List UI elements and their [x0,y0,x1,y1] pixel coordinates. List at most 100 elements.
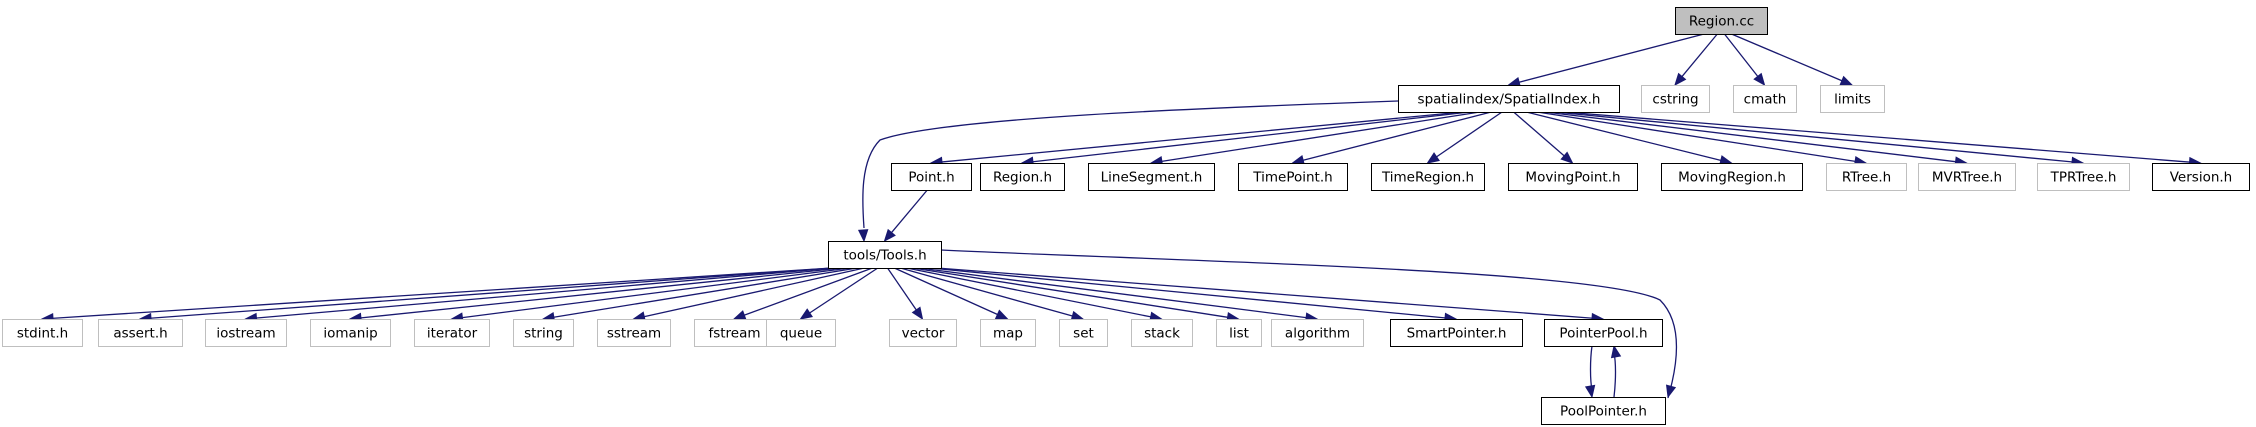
node-movingregion-h[interactable]: MovingRegion.h [1661,163,1803,191]
node-region-cc[interactable]: Region.cc [1675,7,1768,35]
node-mvrtree-h-box [1918,163,2016,191]
node-smartpointer-h[interactable]: SmartPointer.h [1390,319,1523,347]
node-map-box [980,319,1036,347]
edge-region-cc-to-cmath-arrowhead [1753,72,1766,87]
edge-tools-h-to-sstream-line [643,267,865,318]
edge-spatialindex-h-to-region-h [1020,111,1470,167]
node-movingregion-h-label: MovingRegion.h [1678,170,1786,186]
node-map[interactable]: map [980,319,1036,347]
edge-tools-h-to-poolpointer-h [940,249,1677,399]
node-linesegment-h[interactable]: LineSegment.h [1088,163,1215,191]
edge-region-cc-to-cstring-arrowhead [1674,72,1687,87]
edge-poolpointer-h-to-pointerpool-h-arrowhead [1610,344,1622,359]
edge-tools-h-to-queue [799,267,879,320]
node-algorithm-box [1271,319,1364,347]
node-cmath-label: cmath [1744,92,1787,108]
node-region-cc-label: Region.cc [1689,14,1754,30]
node-movingpoint-h-box [1508,163,1638,191]
node-tprtree-h[interactable]: TPRTree.h [2037,163,2130,191]
node-tools-h[interactable]: tools/Tools.h [828,241,942,269]
node-set-box [1059,319,1108,347]
edge-tools-h-to-assert-h-line [149,267,833,319]
node-cmath[interactable]: cmath [1733,85,1797,113]
node-tools-h-box [828,241,942,269]
node-vector[interactable]: vector [889,319,957,347]
node-point-h-box [891,163,972,191]
node-string[interactable]: string [513,319,574,347]
node-pointerpool-h[interactable]: PointerPool.h [1544,319,1663,347]
node-fstream-box [694,319,775,347]
node-cstring[interactable]: cstring [1641,85,1710,113]
node-assert-h[interactable]: assert.h [98,319,183,347]
node-timepoint-h[interactable]: TimePoint.h [1238,163,1348,191]
edge-pointerpool-h-to-poolpointer-h-arrowhead [1584,384,1596,399]
node-tools-h-label: tools/Tools.h [843,248,926,264]
node-stdint-h[interactable]: stdint.h [2,319,83,347]
node-iostream[interactable]: iostream [205,319,287,347]
node-iostream-box [205,319,287,347]
edge-pointerpool-h-to-poolpointer-h [1584,345,1596,399]
node-point-h[interactable]: Point.h [891,163,972,191]
node-cstring-label: cstring [1652,92,1698,108]
edge-region-cc-to-limits-arrowhead [1839,75,1854,86]
edge-spatialindex-h-to-tools-h-arrowhead [857,229,869,243]
node-version-h[interactable]: Version.h [2152,163,2250,191]
edge-tools-h-to-fstream-arrowhead [732,310,747,320]
node-sstream-box [597,319,671,347]
node-cstring-box [1641,85,1710,113]
edge-spatialindex-h-to-tprtree-h-line [1554,111,2074,163]
node-mvrtree-h-label: MVRTree.h [1932,170,2002,186]
node-region-cc-box [1675,7,1768,35]
node-queue-label: queue [780,326,822,342]
node-version-h-label: Version.h [2170,170,2233,186]
node-assert-h-box [98,319,183,347]
edge-tools-h-to-iterator [450,267,850,323]
node-stack-box [1131,319,1193,347]
edge-tools-h-to-queue-arrowhead [799,308,813,320]
node-fstream-label: fstream [708,326,760,342]
node-poolpointer-h[interactable]: PoolPointer.h [1541,397,1666,425]
edge-spatialindex-h-to-mvrtree-h-line [1545,111,1957,163]
edge-region-cc-to-cmath [1723,33,1766,87]
node-region-h[interactable]: Region.h [980,163,1065,191]
node-algorithm-label: algorithm [1285,326,1350,342]
edge-spatialindex-h-to-timeregion-h [1426,111,1503,164]
node-mvrtree-h[interactable]: MVRTree.h [1918,163,2016,191]
node-pointerpool-h-box [1544,319,1663,347]
node-timeregion-h[interactable]: TimeRegion.h [1371,163,1485,191]
edge-tools-h-to-algorithm [919,267,1319,323]
node-iomanip[interactable]: iomanip [310,319,391,347]
node-stdint-h-label: stdint.h [17,326,68,342]
node-limits[interactable]: limits [1820,85,1885,113]
node-vector-label: vector [902,326,945,342]
node-spatialindex-h-label: spatialindex/SpatialIndex.h [1418,92,1601,108]
node-set[interactable]: set [1059,319,1108,347]
node-queue[interactable]: queue [766,319,836,347]
edge-tools-h-to-smartpointer-h [930,267,1458,324]
node-fstream[interactable]: fstream [694,319,775,347]
node-sstream[interactable]: sstream [597,319,671,347]
edge-spatialindex-h-to-timepoint-h-line [1302,111,1492,162]
nodes-layer: Region.cc spatialindex/SpatialIndex.h cstr… [2,7,2250,425]
node-spatialindex-h[interactable]: spatialindex/SpatialIndex.h [1398,85,1620,113]
node-linesegment-h-label: LineSegment.h [1101,170,1203,186]
node-string-label: string [524,326,563,342]
node-pointerpool-h-label: PointerPool.h [1559,326,1647,342]
node-iterator[interactable]: iterator [414,319,490,347]
edge-tools-h-to-poolpointer-h-line [940,249,1677,399]
node-spatialindex-h-box [1398,85,1620,113]
edge-spatialindex-h-to-version-h [1563,111,2202,168]
node-algorithm[interactable]: algorithm [1271,319,1364,347]
node-point-h-label: Point.h [908,170,954,186]
node-stack[interactable]: stack [1131,319,1193,347]
node-iterator-label: iterator [427,326,478,342]
edge-point-h-to-tools-h [883,189,928,243]
node-smartpointer-h-label: SmartPointer.h [1407,326,1507,342]
edge-spatialindex-h-to-movingregion-h [1526,111,1733,166]
node-list[interactable]: list [1216,319,1262,347]
node-rtree-h[interactable]: RTree.h [1826,163,1907,191]
edge-spatialindex-h-to-rtree-h-line [1537,111,1857,163]
edge-tools-h-to-queue-line [808,267,879,315]
node-movingpoint-h[interactable]: MovingPoint.h [1508,163,1638,191]
